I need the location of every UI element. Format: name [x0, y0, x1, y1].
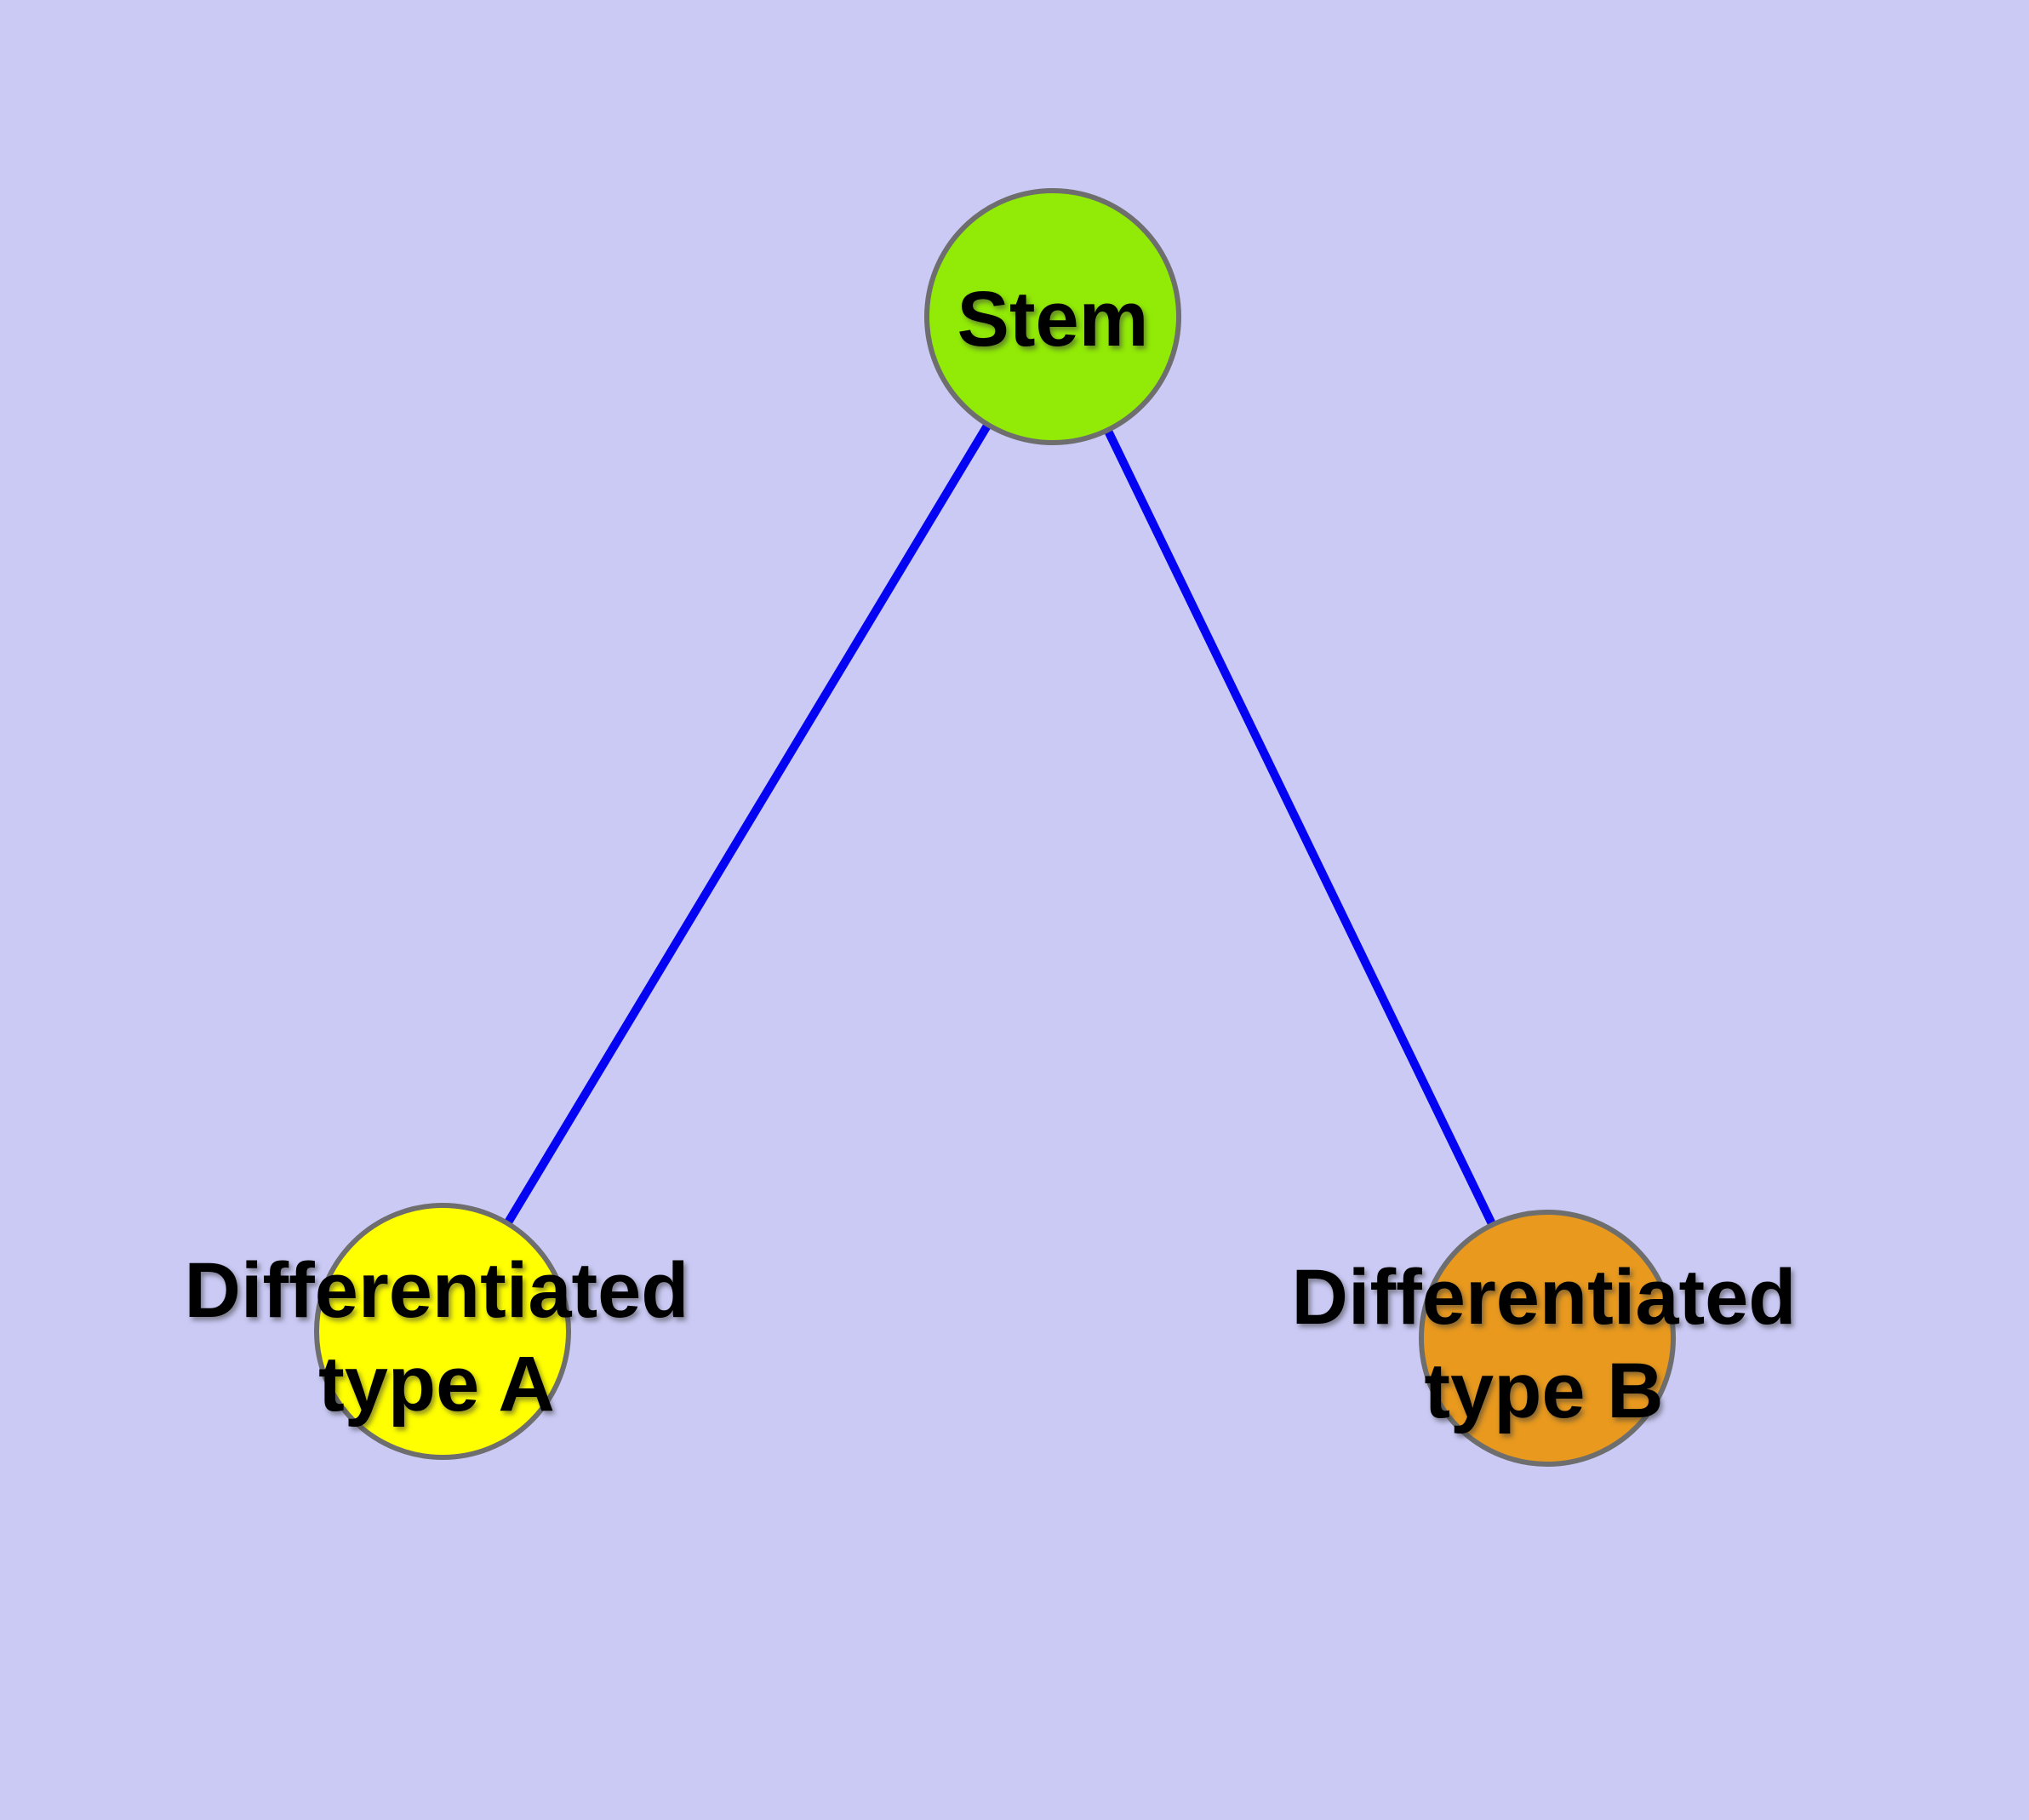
edge-stem-to-type-a — [438, 312, 1057, 1336]
node-differentiated-type-a[interactable] — [314, 1203, 571, 1460]
node-stem[interactable] — [924, 188, 1181, 445]
edge-stem-to-type-b — [1049, 312, 1552, 1342]
node-differentiated-type-b[interactable] — [1419, 1210, 1676, 1467]
